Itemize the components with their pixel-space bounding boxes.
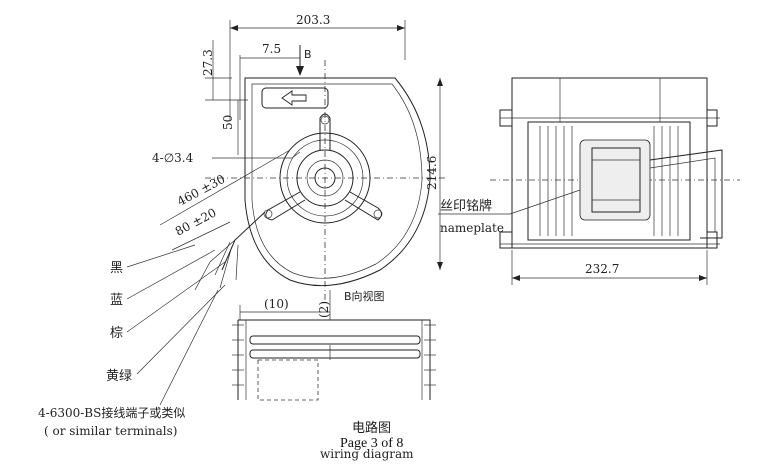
dim-b-offset: 7.5 — [262, 42, 281, 56]
detail-b-title: B向视图 — [344, 289, 385, 303]
wire-label-brown: 棕 — [110, 326, 123, 341]
dim-cable-460: 460 ±30 — [175, 172, 228, 209]
wiring-title-en: wiring diagram — [320, 447, 414, 461]
side-view: 232.7 丝印铭牌 nameplate — [438, 77, 740, 285]
dim-detail-10: (10) — [264, 297, 289, 311]
dim-side-width: 232.7 — [585, 262, 619, 276]
dim-cable-80: 80 ±20 — [173, 205, 219, 238]
nameplate-cn: 丝印铭牌 — [440, 198, 492, 214]
dim-top-offset: 27.3 — [201, 49, 215, 76]
dim-holes: 4-∅3.4 — [152, 151, 194, 165]
dim-overall-width: 203.3 — [296, 13, 330, 27]
dim-detail-2: (2) — [317, 301, 331, 318]
terminal-note-en: ( or similar terminals) — [44, 424, 177, 438]
terminal-note-cn: 4-6300-BS接线端子或类似 — [38, 405, 185, 420]
page-number: Page 3 of 8 — [340, 436, 403, 451]
wire-label-yellow-green: 黄绿 — [106, 369, 132, 384]
wire-color-labels: 黑 蓝 棕 黄绿 — [106, 244, 226, 406]
dim-height: 214.6 — [425, 156, 439, 190]
dim-vertical-50: 50 — [221, 115, 235, 130]
wire-label-blue: 蓝 — [110, 293, 123, 308]
front-view: 203.3 27.3 7.5 B 50 214.6 — [152, 13, 445, 300]
detail-b-view: (10) (2) B向视图 — [232, 289, 436, 401]
wiring-title-cn: 电路图 — [352, 420, 391, 436]
wire-label-black: 黑 — [110, 261, 123, 276]
view-marker-b: B — [304, 48, 312, 61]
nameplate-en: nameplate — [440, 221, 504, 235]
